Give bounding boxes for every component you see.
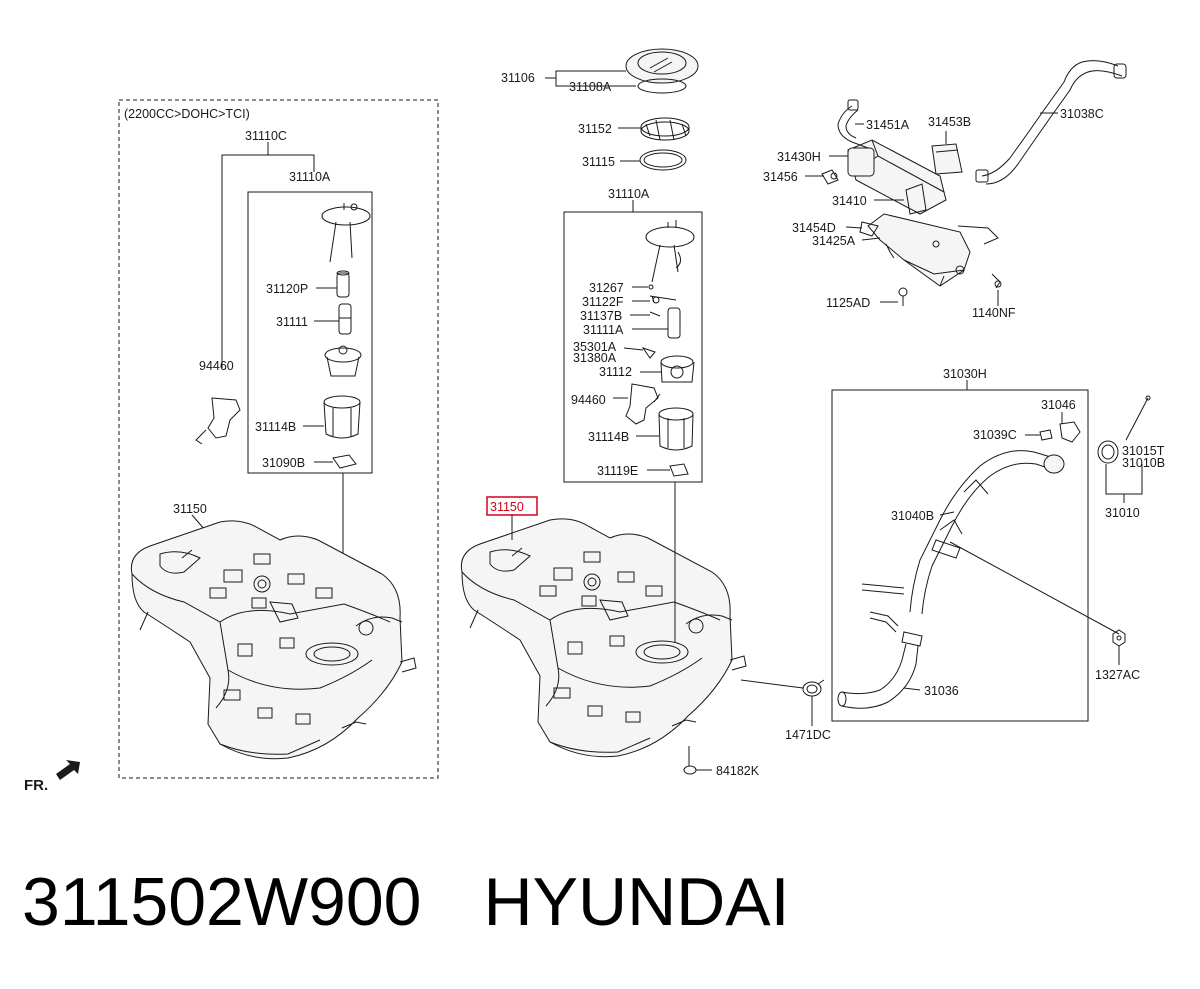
label-1327AC: 1327AC (1095, 668, 1140, 682)
bracket-31046 (1039, 421, 1081, 443)
hose-31451A (837, 99, 869, 149)
label-31046: 31046 (1041, 398, 1076, 412)
label-31090B: 31090B (262, 456, 305, 470)
highlighted-part-box (486, 496, 538, 516)
left-harness-94460 (195, 397, 241, 445)
hose-31036 (837, 631, 923, 709)
pump-cover-31106 (625, 48, 699, 94)
variant-label: (2200CC>DOHC>TCI) (124, 107, 250, 121)
label-1125AD: 1125AD (826, 296, 870, 310)
label-31111: 31111 (276, 315, 308, 329)
label-31111A: 31111A (583, 323, 624, 337)
canister-assembly (847, 139, 999, 287)
label-31010B: 31010B (1122, 456, 1165, 470)
label-31430H: 31430H (777, 150, 821, 164)
variant-group-frame (118, 99, 439, 779)
label-31410: 31410 (832, 194, 867, 208)
main-fuel-tank (460, 518, 747, 758)
front-arrow-icon (56, 760, 80, 780)
label-31150-highlighted[interactable]: 31150 (490, 500, 524, 514)
label-31112: 31112 (599, 365, 632, 379)
left-pump-kit-frame (247, 191, 373, 474)
cap-tether-31015T (1125, 397, 1149, 441)
label-94460-left: 94460 (199, 359, 234, 373)
label-1471DC: 1471DC (785, 728, 831, 742)
label-31453B: 31453B (928, 115, 971, 129)
left-pump-flange (321, 203, 371, 263)
label-31115: 31115 (582, 155, 615, 169)
main-sender-clip (669, 463, 689, 477)
label-31451A: 31451A (866, 118, 910, 132)
left-pump-reservoir (324, 345, 362, 377)
main-pump-kit-frame (563, 211, 703, 483)
nut-1327AC (1112, 629, 1126, 647)
label-31015T: 31015T (1122, 444, 1165, 458)
label-31425A: 31425A (812, 234, 856, 248)
filler-cap-31010B (1097, 440, 1119, 464)
front-label: FR. (24, 777, 48, 794)
label-31119E: 31119E (597, 464, 638, 478)
caption: 311502W900 HYUNDAI (22, 852, 1192, 962)
label-31110A-left: 31110A (289, 170, 331, 184)
canister-leaders (805, 112, 1058, 306)
label-31106: 31106 (501, 71, 535, 85)
label-31010: 31010 (1105, 506, 1140, 520)
label-31137B: 31137B (580, 309, 622, 323)
label-31038C: 31038C (1060, 107, 1104, 121)
grommet-84182K (683, 765, 697, 775)
main-harness-94460 (625, 383, 661, 425)
gasket-31115 (639, 149, 687, 171)
label-84182K: 84182K (716, 764, 760, 778)
hose-clamp-1471DC (802, 679, 825, 697)
filler-group-frame (831, 389, 1089, 722)
filler-neck-31040B (909, 450, 1065, 615)
vent-hose-31038C (975, 60, 1127, 185)
label-31030H: 31030H (943, 367, 987, 381)
main-pump-cup (658, 407, 694, 451)
label-31454D: 31454D (792, 221, 836, 235)
label-31040B: 31040B (891, 509, 934, 523)
left-pump-cup (323, 395, 361, 439)
label-31122F: 31122F (582, 295, 624, 309)
main-pump-small-parts (641, 284, 681, 359)
label-31150-left: 31150 (173, 502, 207, 516)
left-sender-clip (332, 454, 357, 469)
canister-filter-31453B (931, 143, 963, 175)
middle-leaders (511, 286, 676, 643)
label-31039C: 31039C (973, 428, 1017, 442)
label-31267: 31267 (589, 281, 624, 295)
label-31152: 31152 (578, 122, 612, 136)
label-31456: 31456 (763, 170, 798, 184)
label-35301A: 35301A (573, 340, 617, 354)
main-pump-reservoir (660, 355, 695, 383)
vent-tube (861, 583, 905, 633)
left-fuel-filter (338, 303, 352, 335)
label-1140NF: 1140NF (972, 306, 1016, 320)
label-94460-mid: 94460 (571, 393, 606, 407)
lock-ring-31152 (640, 117, 690, 141)
label-31110A-mid: 31110A (608, 187, 650, 201)
label-31114B-mid: 31114B (588, 430, 629, 444)
label-31108A: 31108A (569, 80, 612, 94)
label-31120P: 31120P (266, 282, 308, 296)
part-number: 311502W900 (22, 864, 422, 940)
label-31380A: 31380A (573, 351, 617, 365)
label-31110C: 31110C (245, 129, 287, 143)
label-31036: 31036 (924, 684, 959, 698)
canister-small-parts (821, 169, 1002, 306)
filler-leaders (903, 412, 1143, 691)
left-fuel-tank (130, 520, 417, 760)
brand-name: HYUNDAI (483, 864, 790, 940)
main-pump-flange (645, 220, 695, 283)
left-fuel-pump (336, 270, 350, 298)
label-31114B-left: 31114B (255, 420, 296, 434)
